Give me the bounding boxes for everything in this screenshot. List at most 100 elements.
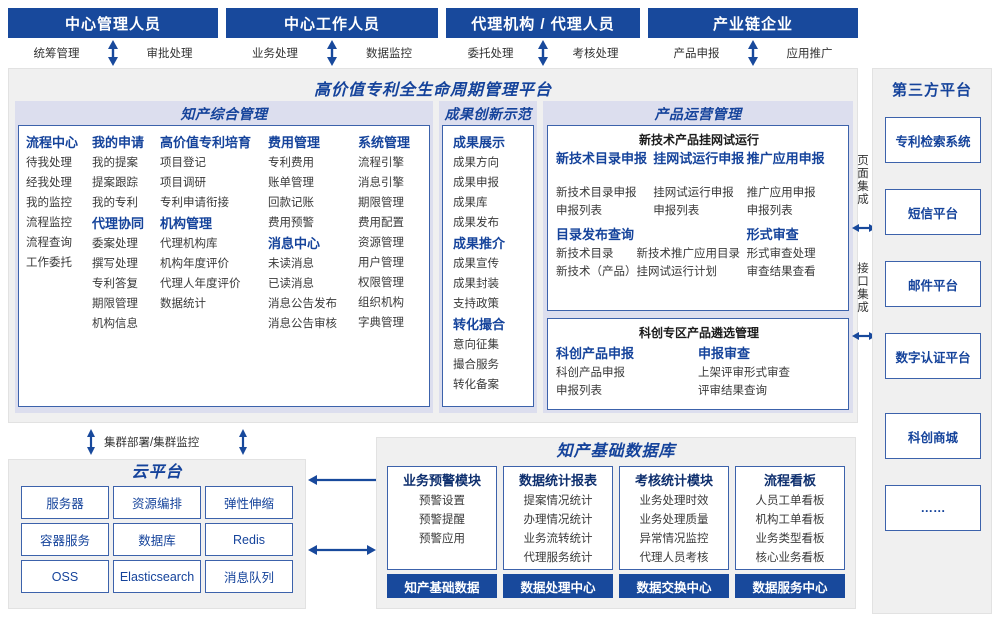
ip-item-0-0-1[interactable]: 经我处理 xyxy=(26,177,72,189)
ip-cat-3-0[interactable]: 费用管理 xyxy=(268,135,321,150)
ip-item-0-0-0[interactable]: 待我处理 xyxy=(26,157,72,169)
ach-item-0-3[interactable]: 成果发布 xyxy=(453,217,499,229)
ip-item-4-0-4[interactable]: 资源管理 xyxy=(358,237,404,249)
db-card-item-3-2[interactable]: 业务类型看板 xyxy=(755,533,825,545)
ip-item-2-0-2[interactable]: 专利申请衔接 xyxy=(160,197,229,209)
ip-item-4-0-1[interactable]: 消息引擎 xyxy=(358,177,404,189)
ip-item-1-0-2[interactable]: 我的专利 xyxy=(92,197,138,209)
ip-item-2-0-0[interactable]: 项目登记 xyxy=(160,157,206,169)
ip-item-0-0-5[interactable]: 工作委托 xyxy=(26,257,72,269)
ops-trial-item-2-0[interactable]: 推广应用申报 xyxy=(746,187,816,199)
third-party-item-3[interactable]: 数字认证平台 xyxy=(885,333,981,379)
ops-catalog-item-0[interactable]: 新技术目录 新技术推广应用目录 xyxy=(556,248,740,260)
ip-item-3-1-1[interactable]: 已读消息 xyxy=(268,278,314,290)
ach-item-1-2[interactable]: 支持政策 xyxy=(453,298,499,310)
ops-trial-item-2-1[interactable]: 申报列表 xyxy=(746,205,793,217)
ops-trial-item-1-0[interactable]: 挂网试运行申报 xyxy=(653,187,734,199)
db-card-item-1-2[interactable]: 业务流转统计 xyxy=(523,533,593,545)
ip-item-2-1-3[interactable]: 数据统计 xyxy=(160,298,206,310)
ach-cat-2[interactable]: 转化撮合 xyxy=(453,317,506,332)
ip-item-1-1-1[interactable]: 撰写处理 xyxy=(92,258,138,270)
ip-cat-4-0[interactable]: 系统管理 xyxy=(358,135,411,150)
ach-cat-0[interactable]: 成果展示 xyxy=(453,135,506,150)
db-foot-3[interactable]: 数据服务中心 xyxy=(735,574,845,598)
cloud-cell-8[interactable]: 消息队列 xyxy=(205,560,293,593)
ops-review-item-1[interactable]: 审查结果查看 xyxy=(746,266,816,278)
ip-item-3-1-0[interactable]: 未读消息 xyxy=(268,258,314,270)
db-card-item-2-3[interactable]: 代理人员考核 xyxy=(639,552,709,564)
ach-item-0-0[interactable]: 成果方向 xyxy=(453,157,499,169)
ach-item-1-1[interactable]: 成果封装 xyxy=(453,278,499,290)
ip-item-3-1-3[interactable]: 消息公告审核 xyxy=(268,318,337,330)
ip-cat-2-1[interactable]: 机构管理 xyxy=(160,216,213,231)
db-card-item-0-0[interactable]: 预警设置 xyxy=(419,495,465,507)
ops-trial-cat-0[interactable]: 新技术目录申报 xyxy=(556,151,648,166)
ops-kc-item-0-1[interactable]: 申报列表 xyxy=(556,385,602,397)
ip-cat-1-0[interactable]: 我的申请 xyxy=(92,135,145,150)
ops-review-item-0[interactable]: 形式审查处理 xyxy=(746,248,816,260)
db-card-item-0-2[interactable]: 预警应用 xyxy=(419,533,465,545)
ip-item-0-0-3[interactable]: 流程监控 xyxy=(26,217,72,229)
ops-trial-item-0-0[interactable]: 新技术目录申报 xyxy=(556,187,637,199)
ip-item-1-1-2[interactable]: 专利答复 xyxy=(92,278,138,290)
ops-kc-item-0-0[interactable]: 科创产品申报 xyxy=(556,367,625,379)
ip-item-2-0-1[interactable]: 项目调研 xyxy=(160,177,206,189)
ip-item-4-0-2[interactable]: 期限管理 xyxy=(358,197,404,209)
ip-item-0-0-4[interactable]: 流程查询 xyxy=(26,237,72,249)
db-card-item-1-3[interactable]: 代理服务统计 xyxy=(523,552,593,564)
ip-item-3-0-0[interactable]: 专利费用 xyxy=(268,157,314,169)
db-foot-0[interactable]: 知产基础数据 xyxy=(387,574,497,598)
ip-item-4-0-3[interactable]: 费用配置 xyxy=(358,217,404,229)
third-party-item-5[interactable]: …… xyxy=(885,485,981,531)
ach-item-2-2[interactable]: 转化备案 xyxy=(453,379,499,391)
ip-item-4-0-6[interactable]: 权限管理 xyxy=(358,277,404,289)
db-card-item-1-0[interactable]: 提案情况统计 xyxy=(523,495,593,507)
ops-kc-item-1-0[interactable]: 上架评审形式审查 xyxy=(698,367,791,379)
ach-cat-1[interactable]: 成果推介 xyxy=(453,236,506,251)
ip-item-1-0-0[interactable]: 我的提案 xyxy=(92,157,138,169)
ip-item-3-0-2[interactable]: 回款记账 xyxy=(268,197,314,209)
ops-trial-item-0-1[interactable]: 申报列表 xyxy=(556,205,602,217)
ip-cat-1-1[interactable]: 代理协同 xyxy=(92,216,145,231)
ip-cat-2-0[interactable]: 高价值专利培育 xyxy=(160,135,252,150)
db-card-title-3[interactable]: 流程看板 xyxy=(763,473,816,488)
ip-cat-3-1[interactable]: 消息中心 xyxy=(268,236,321,251)
ops-trial-item-1-1[interactable]: 申报列表 xyxy=(653,205,700,217)
cloud-cell-1[interactable]: 资源编排 xyxy=(113,486,201,519)
ip-item-3-1-2[interactable]: 消息公告发布 xyxy=(268,298,337,310)
ip-item-1-0-1[interactable]: 提案跟踪 xyxy=(92,177,138,189)
ach-item-0-1[interactable]: 成果申报 xyxy=(453,177,499,189)
ops-catalog-cat[interactable]: 目录发布查询 xyxy=(556,227,635,242)
db-card-item-3-3[interactable]: 核心业务看板 xyxy=(755,552,825,564)
ip-item-4-0-5[interactable]: 用户管理 xyxy=(358,257,404,269)
db-card-item-2-1[interactable]: 业务处理质量 xyxy=(639,514,709,526)
cloud-cell-3[interactable]: 容器服务 xyxy=(21,523,109,556)
cloud-cell-6[interactable]: OSS xyxy=(21,560,109,593)
db-foot-1[interactable]: 数据处理中心 xyxy=(503,574,613,598)
ops-catalog-item-1[interactable]: 新技术（产品）挂网试运行计划 xyxy=(556,266,717,278)
ip-item-3-0-3[interactable]: 费用预警 xyxy=(268,217,314,229)
ops-kc-item-1-1[interactable]: 评审结果查询 xyxy=(698,385,768,397)
third-party-item-4[interactable]: 科创商城 xyxy=(885,413,981,459)
ip-item-0-0-2[interactable]: 我的监控 xyxy=(26,197,72,209)
ops-trial-cat-2[interactable]: 推广应用申报 xyxy=(746,151,825,166)
ip-item-3-0-1[interactable]: 账单管理 xyxy=(268,177,314,189)
db-card-item-3-0[interactable]: 人员工单看板 xyxy=(755,495,825,507)
ip-item-4-0-7[interactable]: 组织机构 xyxy=(358,297,404,309)
ops-review-cat[interactable]: 形式审查 xyxy=(746,227,799,242)
cloud-cell-4[interactable]: 数据库 xyxy=(113,523,201,556)
third-party-item-2[interactable]: 邮件平台 xyxy=(885,261,981,307)
ip-cat-0-0[interactable]: 流程中心 xyxy=(26,135,79,150)
ops-kc-cat-1[interactable]: 申报审查 xyxy=(698,346,751,361)
ip-item-2-1-2[interactable]: 代理人年度评价 xyxy=(160,278,241,290)
cloud-cell-7[interactable]: Elasticsearch xyxy=(113,560,201,593)
ip-item-1-1-0[interactable]: 委案处理 xyxy=(92,238,138,250)
ach-item-2-1[interactable]: 撮合服务 xyxy=(453,359,499,371)
db-card-item-3-1[interactable]: 机构工单看板 xyxy=(755,514,825,526)
cloud-cell-2[interactable]: 弹性伸缩 xyxy=(205,486,293,519)
ip-item-4-0-8[interactable]: 字典管理 xyxy=(358,317,404,329)
ip-item-1-1-3[interactable]: 期限管理 xyxy=(92,298,138,310)
ip-item-1-1-4[interactable]: 机构信息 xyxy=(92,318,138,330)
third-party-item-0[interactable]: 专利检索系统 xyxy=(885,117,981,163)
db-card-item-2-2[interactable]: 异常情况监控 xyxy=(639,533,709,545)
